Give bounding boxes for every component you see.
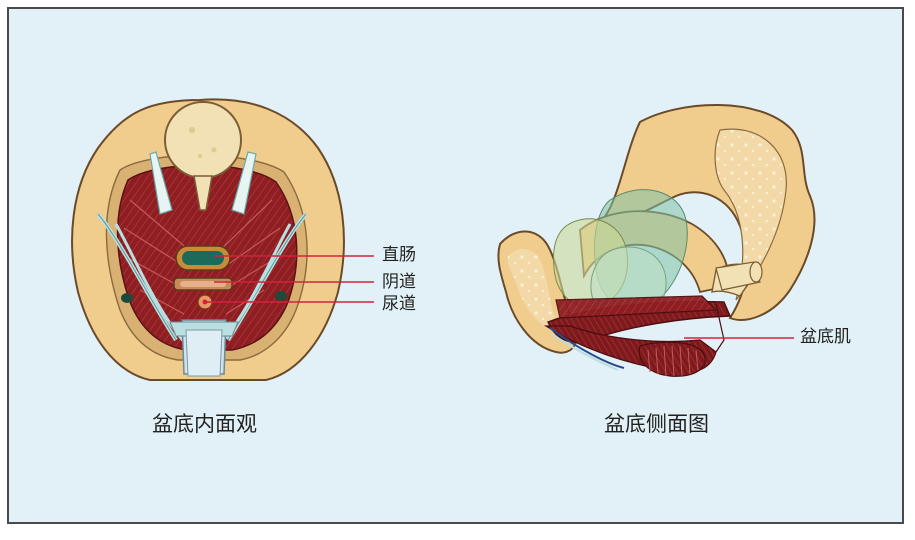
muscle-fibers-right (213, 199, 281, 315)
tendon-side (549, 327, 625, 369)
pelvic-floor-side-view (497, 104, 816, 377)
sacrum (164, 101, 242, 179)
obturator-foramen-right (275, 291, 287, 301)
muscle-fibers-left (123, 199, 197, 315)
coccyx (193, 175, 213, 211)
caption-right-figure: 盆底侧面图 (604, 412, 709, 436)
label-vagina: 阴道 (382, 272, 416, 292)
label-pelvic-floor-muscle: 盆底肌 (800, 327, 851, 347)
caption-left-figure: 盆底内面观 (152, 412, 257, 436)
pelvic-floor-inner-view (71, 98, 374, 381)
tendon-left (149, 151, 173, 215)
femur-stub (715, 261, 761, 291)
tendon-right (231, 151, 257, 215)
label-urethra: 尿道 (382, 294, 416, 314)
label-rectum: 直肠 (382, 245, 416, 265)
obturator-foramen-left (121, 293, 133, 303)
